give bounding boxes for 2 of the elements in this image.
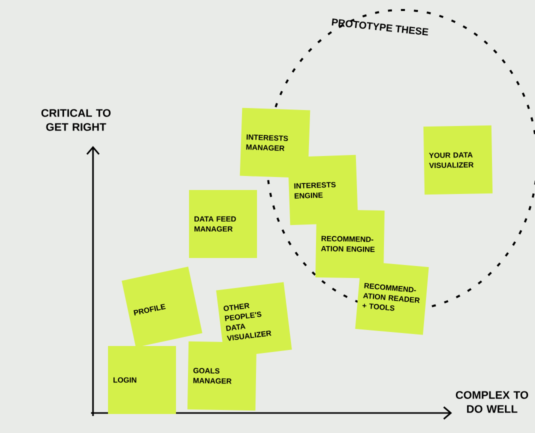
axis-label: COMPLEX TO DO WELL: [456, 391, 528, 413]
axis-label: CRITICAL TO GET RIGHT: [41, 109, 111, 131]
